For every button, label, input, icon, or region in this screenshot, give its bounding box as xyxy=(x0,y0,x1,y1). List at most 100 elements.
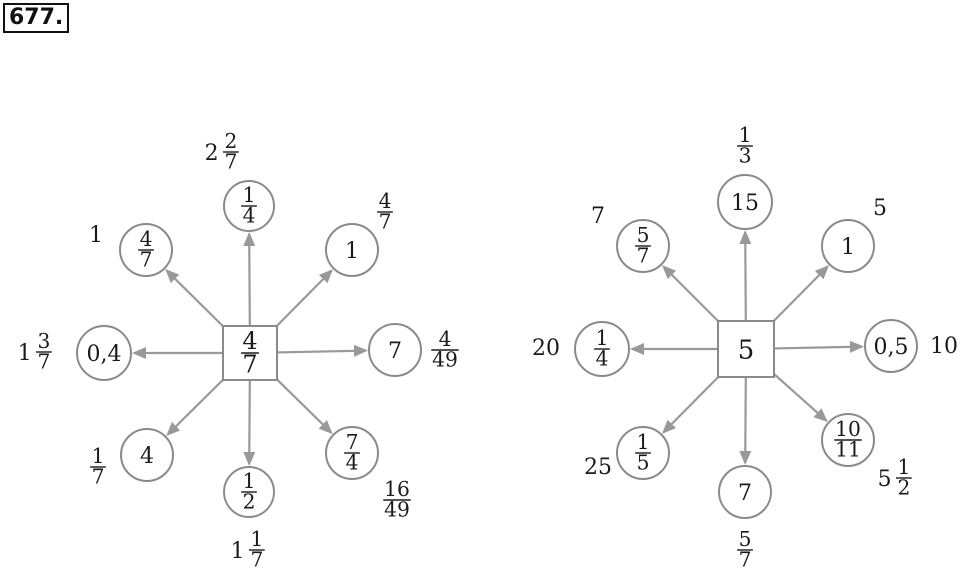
right-center-box xyxy=(717,320,775,378)
right-answer-n-denominator: 3 xyxy=(739,144,752,168)
left-center-value: 47 xyxy=(241,327,259,379)
left-circle-value-se-denominator: 4 xyxy=(346,451,359,475)
left-circle-value-nw-numerator: 4 xyxy=(140,227,153,251)
left-answer-ne-denominator: 7 xyxy=(379,210,392,234)
right-circle-value-sw: 15 xyxy=(635,430,651,475)
left-circle-value-n: 14 xyxy=(241,183,257,228)
left-answer-sw: 17 xyxy=(90,444,106,489)
right-answer-w-text: 20 xyxy=(532,336,560,361)
right-circle-value-se-denominator: 11 xyxy=(835,438,861,462)
right-center-value: 5 xyxy=(738,335,755,365)
left-circle-value-e-text: 7 xyxy=(388,339,402,364)
left-circle-value-s-denominator: 2 xyxy=(243,490,256,514)
right-answer-se-whole: 5 xyxy=(878,467,892,492)
right-circle-value-s: 7 xyxy=(738,481,752,506)
right-arrow-s xyxy=(739,376,752,466)
right-circle-value-e: 0,5 xyxy=(874,335,909,360)
right-circle-value-nw-denominator: 7 xyxy=(637,244,650,268)
left-circle-value-e: 7 xyxy=(388,339,402,364)
left-circle-value-ne: 1 xyxy=(345,239,359,264)
right-circle-s xyxy=(718,465,772,519)
left-answer-ne-numerator: 4 xyxy=(379,189,392,213)
right-circle-value-sw-numerator: 1 xyxy=(637,430,650,454)
right-answer-e-text: 10 xyxy=(930,334,958,359)
right-center-value-text: 5 xyxy=(738,335,755,365)
left-answer-e: 449 xyxy=(431,327,459,372)
left-circle-value-nw: 47 xyxy=(138,227,154,272)
left-answer-n-denominator: 7 xyxy=(224,150,237,174)
left-circle-e xyxy=(368,323,422,377)
left-answer-e-numerator: 4 xyxy=(439,327,452,351)
right-answer-se-numerator: 1 xyxy=(897,455,910,479)
left-circle-value-se: 74 xyxy=(344,430,360,475)
left-circle-w xyxy=(76,325,132,381)
left-answer-s-numerator: 1 xyxy=(250,527,263,551)
right-circle-value-s-text: 7 xyxy=(738,481,752,506)
left-circle-value-w: 0,4 xyxy=(87,342,122,367)
left-circle-value-sw: 4 xyxy=(140,444,154,469)
right-circle-value-ne-text: 1 xyxy=(841,235,855,260)
left-arrow-ne xyxy=(275,269,334,327)
right-circle-value-w-numerator: 1 xyxy=(596,326,609,350)
left-arrow-e xyxy=(276,344,369,357)
left-arrow-s xyxy=(243,379,256,467)
left-arrow-n xyxy=(243,231,256,327)
right-answer-w: 20 xyxy=(532,336,560,361)
left-answer-w-whole: 1 xyxy=(18,341,32,366)
right-arrow-n xyxy=(739,229,752,322)
right-answer-n: 13 xyxy=(737,123,753,168)
right-arrow-nw xyxy=(662,265,719,322)
right-circle-ne xyxy=(821,219,875,273)
left-answer-nw-text: 1 xyxy=(89,223,103,248)
right-circle-value-ne: 1 xyxy=(841,235,855,260)
right-circle-value-se-numerator: 10 xyxy=(835,417,861,441)
right-circle-e xyxy=(864,319,918,373)
left-answer-se-denominator: 49 xyxy=(384,498,410,522)
right-answer-se-denominator: 2 xyxy=(897,476,910,500)
left-circle-value-s: 12 xyxy=(241,469,257,514)
right-answer-s-denominator: 7 xyxy=(739,548,752,572)
right-circle-value-e-text: 0,5 xyxy=(874,335,909,360)
left-answer-n-numerator: 2 xyxy=(224,129,237,153)
right-answer-nw-text: 7 xyxy=(591,204,605,229)
left-center-value-numerator: 4 xyxy=(242,327,257,355)
right-circle-n xyxy=(717,174,773,230)
right-answer-sw-text: 25 xyxy=(584,455,612,480)
left-circle-ne xyxy=(325,223,379,277)
left-circle-value-se-numerator: 7 xyxy=(346,430,359,454)
left-answer-e-denominator: 49 xyxy=(432,348,458,372)
left-circle-value-s-numerator: 1 xyxy=(243,469,256,493)
problem-number: 677. xyxy=(3,3,70,33)
right-arrow-ne xyxy=(772,265,830,322)
left-arrow-sw xyxy=(166,378,224,437)
left-answer-se-numerator: 16 xyxy=(384,477,410,501)
right-answer-ne-text: 5 xyxy=(873,196,887,221)
right-answer-s-numerator: 5 xyxy=(739,527,752,551)
right-circle-value-nw-numerator: 5 xyxy=(637,223,650,247)
right-answer-sw: 25 xyxy=(584,455,612,480)
right-answer-ne: 5 xyxy=(873,196,887,221)
right-circle-value-nw: 57 xyxy=(635,223,651,268)
right-answer-s: 57 xyxy=(737,527,753,572)
left-answer-w-numerator: 3 xyxy=(37,329,50,353)
right-answer-nw: 7 xyxy=(591,204,605,229)
right-circle-value-n: 15 xyxy=(731,191,759,216)
left-arrow-nw xyxy=(165,268,224,328)
left-circle-value-sw-text: 4 xyxy=(140,444,154,469)
right-circle-value-sw-denominator: 5 xyxy=(637,451,650,475)
left-answer-s-denominator: 7 xyxy=(250,548,263,572)
right-answer-e: 10 xyxy=(930,334,958,359)
right-arrow-se xyxy=(773,373,828,423)
left-circle-value-n-denominator: 4 xyxy=(243,204,256,228)
left-arrow-se xyxy=(276,378,333,435)
right-circle-value-w: 14 xyxy=(594,326,610,371)
right-arrow-e xyxy=(773,340,865,353)
